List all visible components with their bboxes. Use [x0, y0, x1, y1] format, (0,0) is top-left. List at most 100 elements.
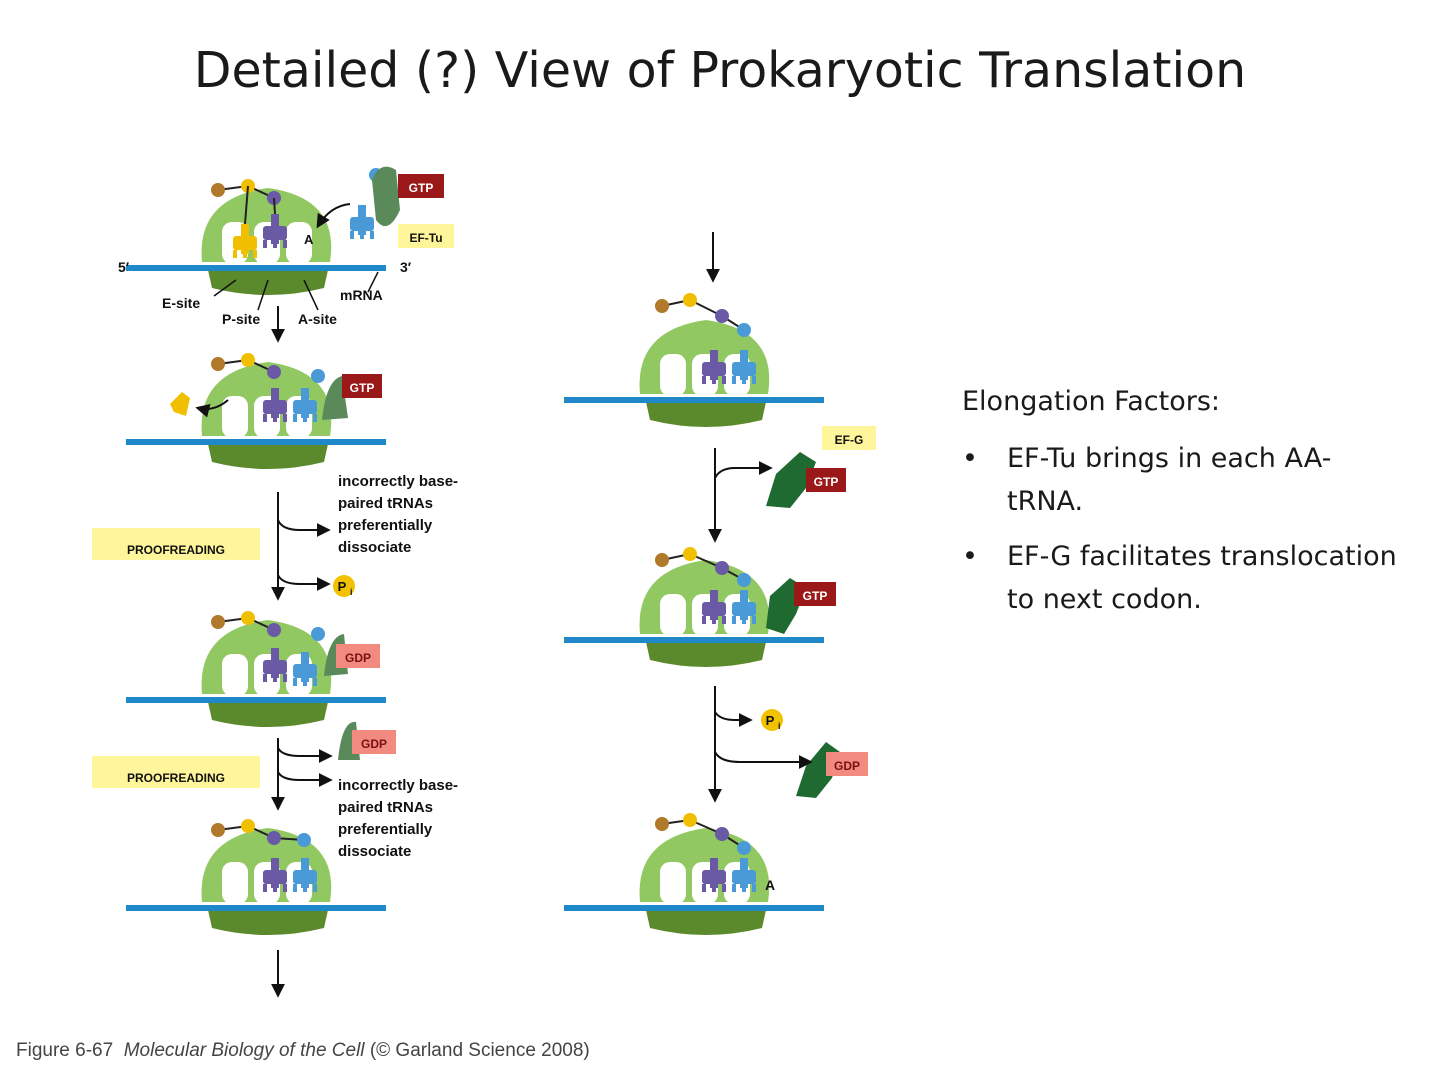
amino-acid	[267, 831, 281, 845]
peptide-chain	[211, 611, 281, 637]
bullet-text: EF-G facilitates translocation to next c…	[1007, 541, 1397, 615]
amino-acid	[737, 573, 751, 587]
mrna-label: mRNA	[340, 287, 383, 303]
mrna-pointer	[367, 271, 379, 293]
amino-acid	[211, 823, 225, 837]
e-site-pocket	[222, 862, 248, 904]
amino-acid	[267, 623, 281, 637]
gtp-tag: GTP	[398, 174, 444, 198]
trna	[732, 858, 756, 892]
side-heading: Elongation Factors:	[962, 386, 1220, 417]
small-subunit	[208, 444, 328, 469]
e-site-pocket	[222, 654, 248, 696]
elongation-factors-panel: Elongation Factors: • EF-Tu brings in eac…	[962, 380, 1402, 633]
peptide-chain	[211, 819, 311, 847]
amino-acid	[737, 323, 751, 337]
gtp-tag-step-2: GTP	[342, 374, 382, 398]
ef-tu-tag-label: EF-Tu	[409, 231, 442, 245]
ribosome-step-5	[564, 293, 824, 427]
a-site-letter: A	[304, 232, 314, 247]
small-subunit	[646, 910, 766, 935]
bullet-symbol: •	[962, 443, 978, 474]
pi-label: P	[766, 713, 775, 728]
figure-caption: Figure 6-67 Molecular Biology of the Cel…	[16, 1040, 590, 1062]
caption-figure: Figure 6-67	[16, 1040, 114, 1061]
trna	[702, 350, 726, 384]
trna	[263, 388, 287, 422]
trna	[732, 350, 756, 384]
amino-acid	[211, 357, 225, 371]
a-site-pointer	[303, 279, 319, 311]
ribosome-step-1	[126, 179, 386, 295]
ribosome-step-7	[564, 813, 824, 935]
e-site-pocket	[222, 396, 248, 438]
proofreading-tag-2: PROOFREADING	[92, 756, 260, 788]
a-site-pocket	[286, 222, 312, 264]
released-trna	[170, 392, 190, 416]
pi-sub-label: i	[778, 721, 781, 731]
pi-label: P	[338, 579, 347, 594]
amino-acid	[683, 813, 697, 827]
trna	[350, 205, 374, 239]
a-site-label: A-site	[298, 311, 337, 327]
dissociate-note-2: paired tRNAs	[338, 799, 433, 816]
a-site-letter-final: A	[765, 877, 775, 893]
ef-g-tag-label: EF-G	[835, 433, 864, 447]
e-site-pointer	[213, 279, 237, 297]
amino-acid	[655, 817, 669, 831]
ribosome-step-4	[126, 819, 386, 935]
caption-credit: (© Garland Science 2008)	[369, 1040, 590, 1061]
amino-acid	[211, 183, 225, 197]
amino-acid	[715, 309, 729, 323]
dissociate-note-2: incorrectly base-	[338, 777, 458, 794]
side-bullets: • EF-Tu brings in each AA-tRNA. • EF-G fac…	[962, 437, 1402, 621]
amino-acid	[211, 615, 225, 629]
bullet-text: EF-Tu brings in each AA-tRNA.	[1007, 443, 1332, 517]
p-site-pointer	[257, 279, 269, 311]
e-site-pocket	[660, 354, 686, 396]
trna	[263, 858, 287, 892]
bullet-ef-tu: • EF-Tu brings in each AA-tRNA.	[962, 437, 1402, 523]
three-prime-label: 3′	[400, 259, 412, 275]
five-prime-label: 5′	[118, 259, 130, 275]
peptide-chain	[655, 813, 751, 855]
p-site-label: P-site	[222, 311, 260, 327]
amino-acid	[683, 293, 697, 307]
e-site-label: E-site	[162, 295, 200, 311]
proofreading-tag-1: PROOFREADING	[92, 528, 260, 560]
ribosome-step-2	[126, 353, 386, 469]
amino-acid	[241, 353, 255, 367]
ef-tu-tag: EF-Tu	[398, 224, 454, 248]
dissociate-note-2: dissociate	[338, 843, 411, 860]
gdp-tag-released: GDP	[826, 752, 868, 776]
gtp-tag-ef-g-label: GTP	[814, 475, 839, 489]
small-subunit	[208, 910, 328, 935]
gdp-tag-departing-label: GDP	[361, 737, 387, 751]
slide-title: Detailed (?) View of Prokaryotic Transla…	[193, 42, 1247, 99]
ef-tu	[322, 376, 348, 420]
dissociate-note-1: paired tRNAs	[338, 495, 433, 512]
peptide-chain	[655, 293, 751, 337]
proofreading-tag-1-label: PROOFREADING	[127, 543, 225, 557]
gdp-tag-step-3: GDP	[336, 644, 380, 668]
amino-acid	[715, 561, 729, 575]
small-subunit	[646, 642, 766, 667]
bullet-symbol: •	[962, 541, 978, 572]
pi-sub-label: i	[350, 587, 353, 597]
small-subunit	[208, 702, 328, 727]
peptide-chain	[655, 547, 751, 587]
amino-acid	[737, 841, 751, 855]
trna	[702, 858, 726, 892]
ef-tu-complex	[350, 166, 400, 239]
amino-acid	[655, 299, 669, 313]
e-site-pocket	[660, 862, 686, 904]
amino-acid	[683, 547, 697, 561]
trna	[263, 214, 287, 248]
peptide-chain	[211, 179, 281, 205]
dissociate-note-2: preferentially	[338, 821, 433, 838]
dissociate-note-1: incorrectly base-	[338, 473, 458, 490]
ef-g-tag: EF-G	[822, 426, 876, 450]
